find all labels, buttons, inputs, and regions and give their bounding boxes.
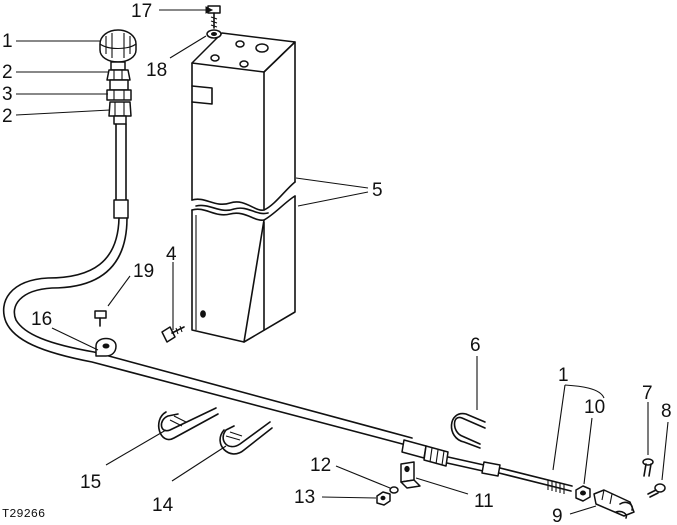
callout-12: 12 [310, 455, 332, 476]
screw-4 [161, 325, 185, 343]
nut-10 [575, 485, 591, 502]
callout-19: 19 [133, 261, 155, 282]
throttle-cable [2, 123, 573, 494]
bracket-11 [400, 461, 421, 489]
callout-2-upper-nut: 2 [2, 62, 13, 83]
callout-8: 8 [661, 401, 672, 422]
callout-2-lower-nut: 2 [2, 106, 13, 127]
nut-13 [376, 491, 391, 506]
callout-15: 15 [80, 472, 102, 493]
pin-8 [647, 483, 666, 498]
pin-7 [642, 458, 654, 477]
screw-19 [94, 310, 107, 327]
callout-11: 11 [474, 491, 494, 512]
callout-6: 6 [470, 335, 481, 356]
lock-washer-12 [389, 486, 399, 494]
callout-17: 17 [131, 1, 153, 22]
callout-10: 10 [584, 397, 606, 418]
callout-1-cable: 1 [558, 365, 569, 386]
callout-1-knob: 1 [2, 31, 13, 52]
clip-16 [95, 337, 117, 357]
figure-id: T29266 [2, 507, 46, 521]
callout-4: 4 [166, 244, 177, 265]
callout-14: 14 [152, 495, 174, 516]
clevis-9 [593, 489, 635, 519]
strap-15 [157, 407, 219, 441]
clip-6 [450, 412, 486, 449]
control-knob [99, 29, 137, 125]
callout-3: 3 [2, 84, 13, 105]
callout-9: 9 [552, 506, 563, 525]
tank-body [191, 32, 296, 343]
callout-18: 18 [146, 60, 168, 81]
strap-14 [219, 421, 273, 455]
leader-lines [15, 6, 669, 515]
callout-5: 5 [372, 180, 383, 201]
callout-16: 16 [31, 309, 53, 330]
callout-7: 7 [642, 383, 653, 404]
callout-13: 13 [294, 487, 316, 508]
